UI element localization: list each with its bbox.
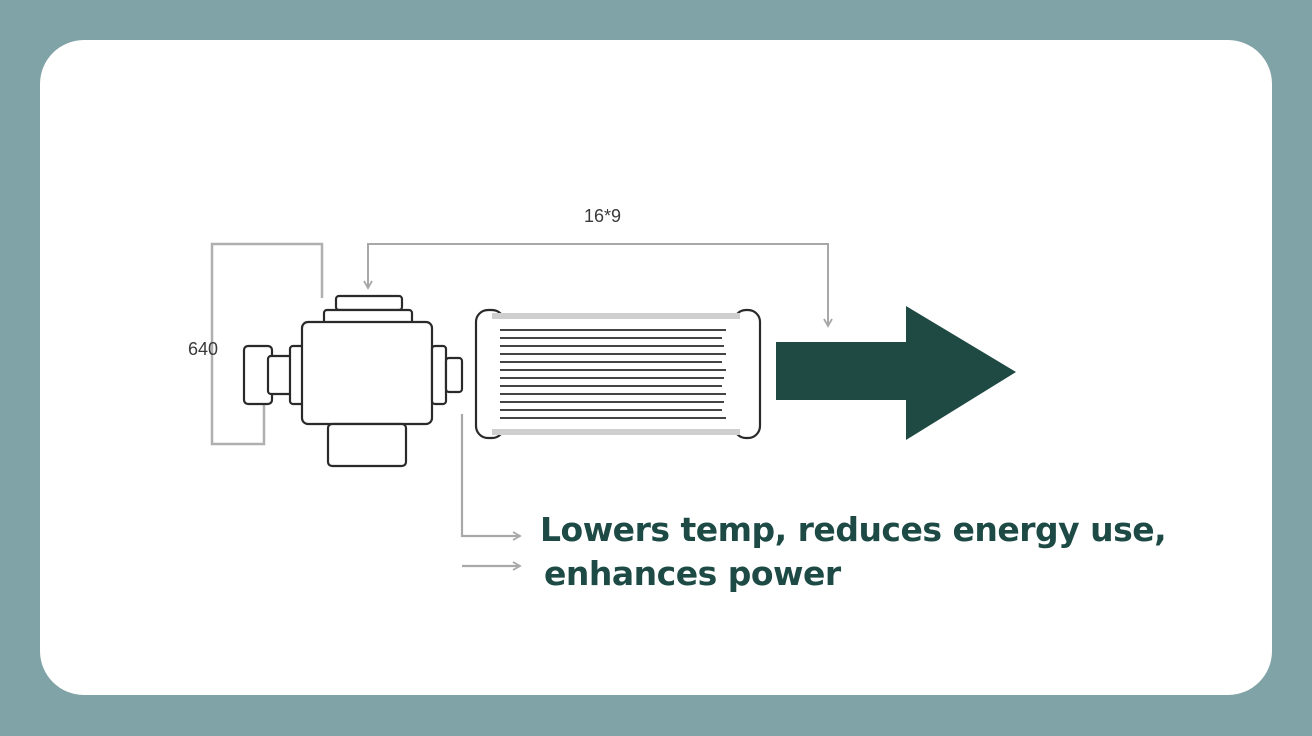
caption-line-1: Lowers temp, reduces energy use, [540,510,1167,549]
caption-line-2: enhances power [544,554,841,593]
output-lines [460,414,522,571]
output-arrow [776,306,1016,440]
radiator-fins [500,329,726,419]
side-dimension-bracket [210,242,324,446]
pump-motor [242,294,464,468]
heat-exchanger [474,308,762,440]
benefit-caption: Lowers temp, reduces energy use, enhance… [540,508,1167,596]
side-dimension-label: 640 [188,339,219,359]
top-feedback-line [363,243,833,328]
top-dimension-label: 16*9 [584,206,622,226]
